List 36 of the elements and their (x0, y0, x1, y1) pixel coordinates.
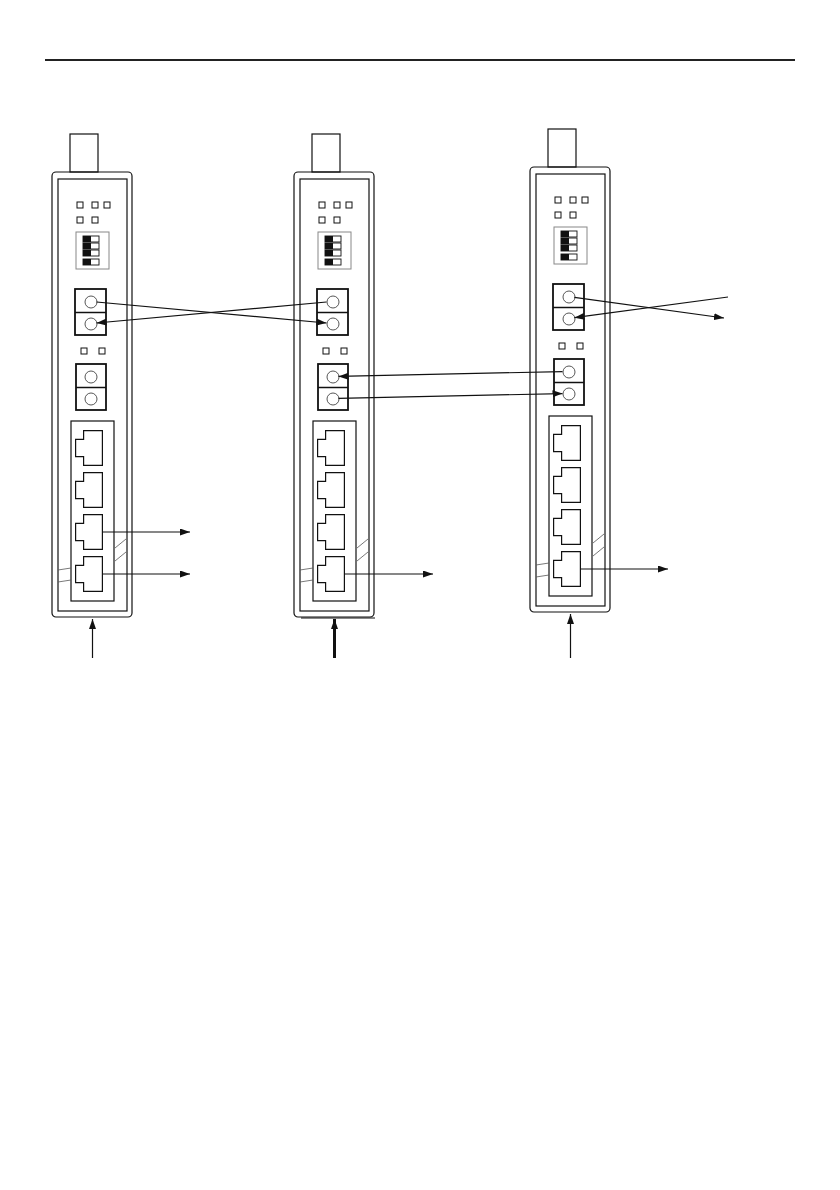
fiber-port (83, 294, 98, 309)
arrow (337, 390, 564, 399)
ethernet-port (75, 514, 103, 550)
ethernet-port (553, 425, 581, 461)
fiber-port (561, 289, 576, 304)
ethernet-port (317, 514, 345, 550)
fiber-port (83, 391, 98, 406)
ethernet-port (317, 472, 345, 508)
network-switch (292, 132, 377, 619)
fiber-port (561, 311, 576, 326)
fiber-port (325, 391, 340, 406)
fiber-port (325, 294, 340, 309)
ethernet-port (75, 430, 103, 466)
arrow (102, 570, 191, 578)
ethernet-port (317, 556, 345, 592)
fiber-port (561, 364, 576, 379)
fiber-port (561, 386, 576, 401)
arrow (89, 618, 96, 659)
arrow (567, 613, 574, 659)
ethernet-port (75, 556, 103, 592)
ethernet-port (553, 467, 581, 503)
ethernet-port (317, 430, 345, 466)
fiber-port (325, 316, 340, 331)
network-switch (528, 127, 613, 614)
arrow (102, 528, 191, 536)
ethernet-port (553, 551, 581, 587)
ethernet-port (553, 509, 581, 545)
arrow (580, 565, 669, 573)
fiber-port (83, 369, 98, 384)
fiber-port (325, 369, 340, 384)
arrow (337, 371, 564, 380)
fiber-port (83, 316, 98, 331)
ethernet-port (75, 472, 103, 508)
arrow (331, 619, 338, 658)
arrow (344, 570, 434, 578)
network-switch (50, 132, 135, 619)
